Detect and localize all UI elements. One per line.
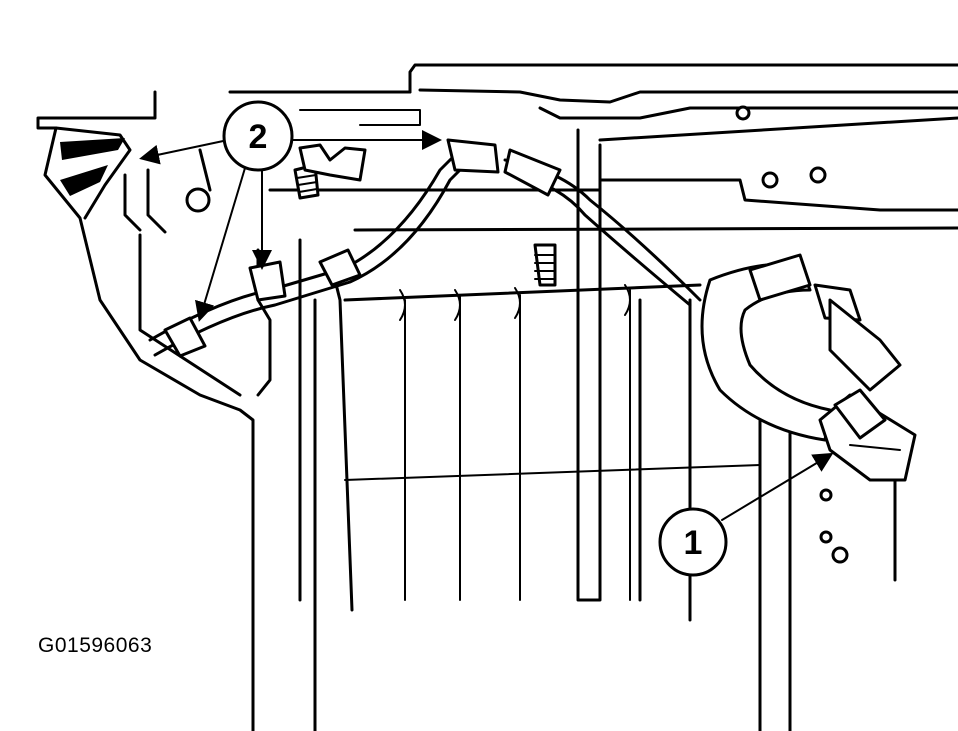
- upper-body-panel: [36, 63, 958, 232]
- callout-1-circle: [658, 507, 728, 577]
- harness-retainers: [163, 138, 902, 392]
- callout-1-arrow: [721, 452, 834, 521]
- callout-1: 1: [658, 452, 834, 577]
- left-bracket: [43, 126, 255, 731]
- callout-2: 2: [139, 100, 442, 322]
- callout-2-arrow-left: [139, 139, 229, 165]
- bolt: [293, 143, 367, 200]
- figure-id: G01596063: [38, 634, 153, 657]
- callout-2-circle: [222, 100, 294, 172]
- callout-2-arrow-left-clip: [195, 167, 246, 322]
- seat-spring-panel: [343, 243, 761, 601]
- callout-2-label: 2: [249, 118, 268, 156]
- connector: [818, 388, 917, 482]
- callout-1-label: 1: [684, 524, 703, 562]
